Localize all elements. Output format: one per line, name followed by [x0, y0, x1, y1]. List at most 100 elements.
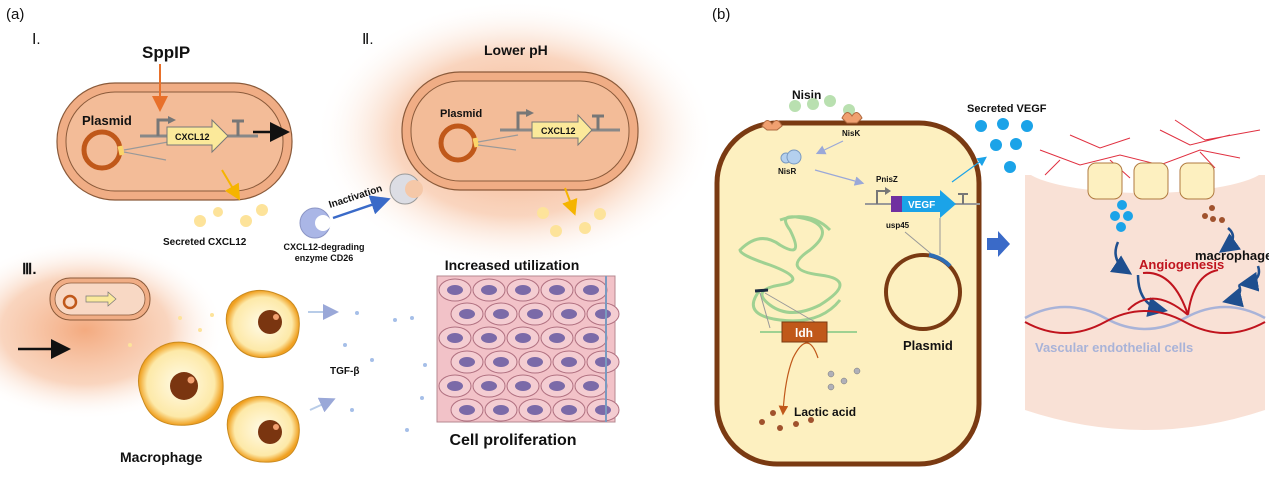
- promoter-icon: [516, 111, 528, 130]
- cell-nucleus: [515, 285, 531, 295]
- secreted-vegf-label: Secreted VEGF: [967, 103, 1047, 115]
- inactivation-arrow: [332, 195, 391, 220]
- macrophage-signal-dots: [1202, 205, 1225, 223]
- inducer-label: SppIP: [142, 43, 190, 62]
- cxcl12-gene-arrow: [166, 118, 229, 154]
- cell-nucleus: [459, 357, 475, 367]
- ldh-gene-box: [781, 321, 828, 343]
- cell-nucleus: [549, 381, 565, 391]
- panel-a-label: (a): [6, 6, 24, 23]
- cell-nucleus: [493, 357, 509, 367]
- macrophage-label: Macrophage: [120, 449, 203, 465]
- macrophage-cells: [138, 289, 300, 463]
- angiogenesis-label: Angiogenesis: [1139, 257, 1224, 272]
- metabolite-dots: [827, 367, 861, 391]
- cell-nucleus: [595, 405, 611, 415]
- cell-nucleus: [447, 285, 463, 295]
- secretion-arrow: [221, 169, 241, 201]
- ldh-label: ldh: [795, 326, 813, 340]
- panel-b-label: (b): [712, 6, 730, 23]
- vegf-gene-arrow: [902, 190, 956, 218]
- lower-ph-label: Lower pH: [484, 42, 548, 58]
- cxcl12-gene-arrow: [531, 113, 593, 147]
- cxcl12-gene-label: CXCL12: [541, 126, 576, 136]
- cell-nucleus: [481, 381, 497, 391]
- tgf-beta-label: TGF-β: [330, 366, 359, 377]
- cell-nucleus: [459, 309, 475, 319]
- vegf-gene-label: VEGF: [908, 200, 935, 211]
- engineered-bacteria-icons: [1087, 162, 1215, 200]
- secreted-cxcl12-label: Secreted CXCL12: [163, 237, 247, 248]
- bacterium-step-2: Plasmid CXCL12: [401, 71, 639, 191]
- cell-nucleus: [515, 381, 531, 391]
- cell-nucleus: [527, 405, 543, 415]
- cell-nucleus: [583, 381, 599, 391]
- terminator-icon: [958, 193, 968, 204]
- cell-nucleus: [447, 381, 463, 391]
- cell-nucleus: [561, 405, 577, 415]
- cell-nucleus: [595, 309, 611, 319]
- usp45-label: usp45: [886, 221, 910, 230]
- nisk-label: NisK: [842, 129, 860, 138]
- nisr-label: NisR: [778, 167, 796, 176]
- macrophages-label: macrophages: [1195, 248, 1269, 263]
- plasmid-icon: [884, 253, 962, 331]
- cell-nucleus: [481, 333, 497, 343]
- small-bacterium: [49, 277, 151, 321]
- cell-nucleus: [549, 333, 565, 343]
- enzyme-label-line-2: enzyme CD26: [295, 253, 354, 263]
- cell-nucleus: [481, 285, 497, 295]
- proliferating-tissue-image: [436, 275, 620, 423]
- vegf-dots: [1110, 200, 1133, 232]
- cell-nucleus: [447, 333, 463, 343]
- cell-nucleus: [527, 309, 543, 319]
- transition-arrow: [987, 231, 1010, 257]
- panel-a: (a) Ⅰ. Ⅱ. Plasmid CXCL12 SppIP Secreted …: [0, 0, 715, 465]
- bacterium-step-1: Plasmid CXCL12: [56, 82, 293, 201]
- sprouting-vessels: [1127, 269, 1219, 316]
- cell-nucleus: [595, 357, 611, 367]
- increased-utilization-label: Increased utilization: [445, 257, 580, 273]
- vessel-wave-blue: [1024, 305, 1266, 331]
- cell-proliferation-label: Cell proliferation: [449, 432, 576, 449]
- step-3-label: Ⅲ.: [22, 261, 37, 278]
- terminator-icon: [592, 114, 604, 130]
- cell-nucleus: [561, 357, 577, 367]
- step-2-label: Ⅱ.: [362, 31, 374, 48]
- usp45-signal-block: [891, 196, 902, 212]
- secretion-arrow: [562, 187, 578, 216]
- plasmid-label: Plasmid: [82, 113, 132, 128]
- vascular-endothelial-label: Vascular endothelial cells: [1035, 340, 1193, 355]
- tissue-scene: Angiogenesis macrophages Vascular endoth…: [1023, 119, 1269, 430]
- nisin-dots: [789, 95, 855, 116]
- cell-nucleus: [515, 333, 531, 343]
- panel-b: (b) Nisin NisK NisR PnisZ VEGF usp45 Pla…: [712, 6, 1269, 467]
- macrophage-icon: [226, 395, 300, 463]
- cell-nucleus: [527, 357, 543, 367]
- macrophage-icon: [138, 341, 224, 426]
- cell-nucleus: [459, 405, 475, 415]
- signal-arrows: [1109, 227, 1261, 317]
- secreted-cxcl12-dots: [537, 207, 606, 237]
- chromosome-dna: [738, 215, 842, 323]
- terminator-icon: [232, 119, 244, 136]
- cell-nucleus: [549, 285, 565, 295]
- lactic-acid-dots: [759, 410, 814, 431]
- promoter-icon: [876, 190, 886, 204]
- vessel-wave-red: [1024, 310, 1266, 334]
- receptor-icon: [761, 120, 783, 131]
- promoter-icon: [156, 118, 170, 136]
- enzyme-label-line-1: CXCL12-degrading: [283, 242, 364, 252]
- nisk-receptor-icon: [841, 112, 863, 124]
- tgf-beta-dots: [343, 311, 427, 432]
- vegf-dots: [975, 118, 1033, 173]
- plasmid-label: Plasmid: [903, 338, 953, 353]
- cell-nucleus: [583, 285, 599, 295]
- secreted-cxcl12-dots: [194, 204, 268, 227]
- macrophage-icon: [225, 289, 300, 359]
- cell-nucleus: [493, 405, 509, 415]
- promoter-label: PnisZ: [876, 175, 898, 184]
- cell-nucleus: [493, 309, 509, 319]
- cell-nucleus: [583, 333, 599, 343]
